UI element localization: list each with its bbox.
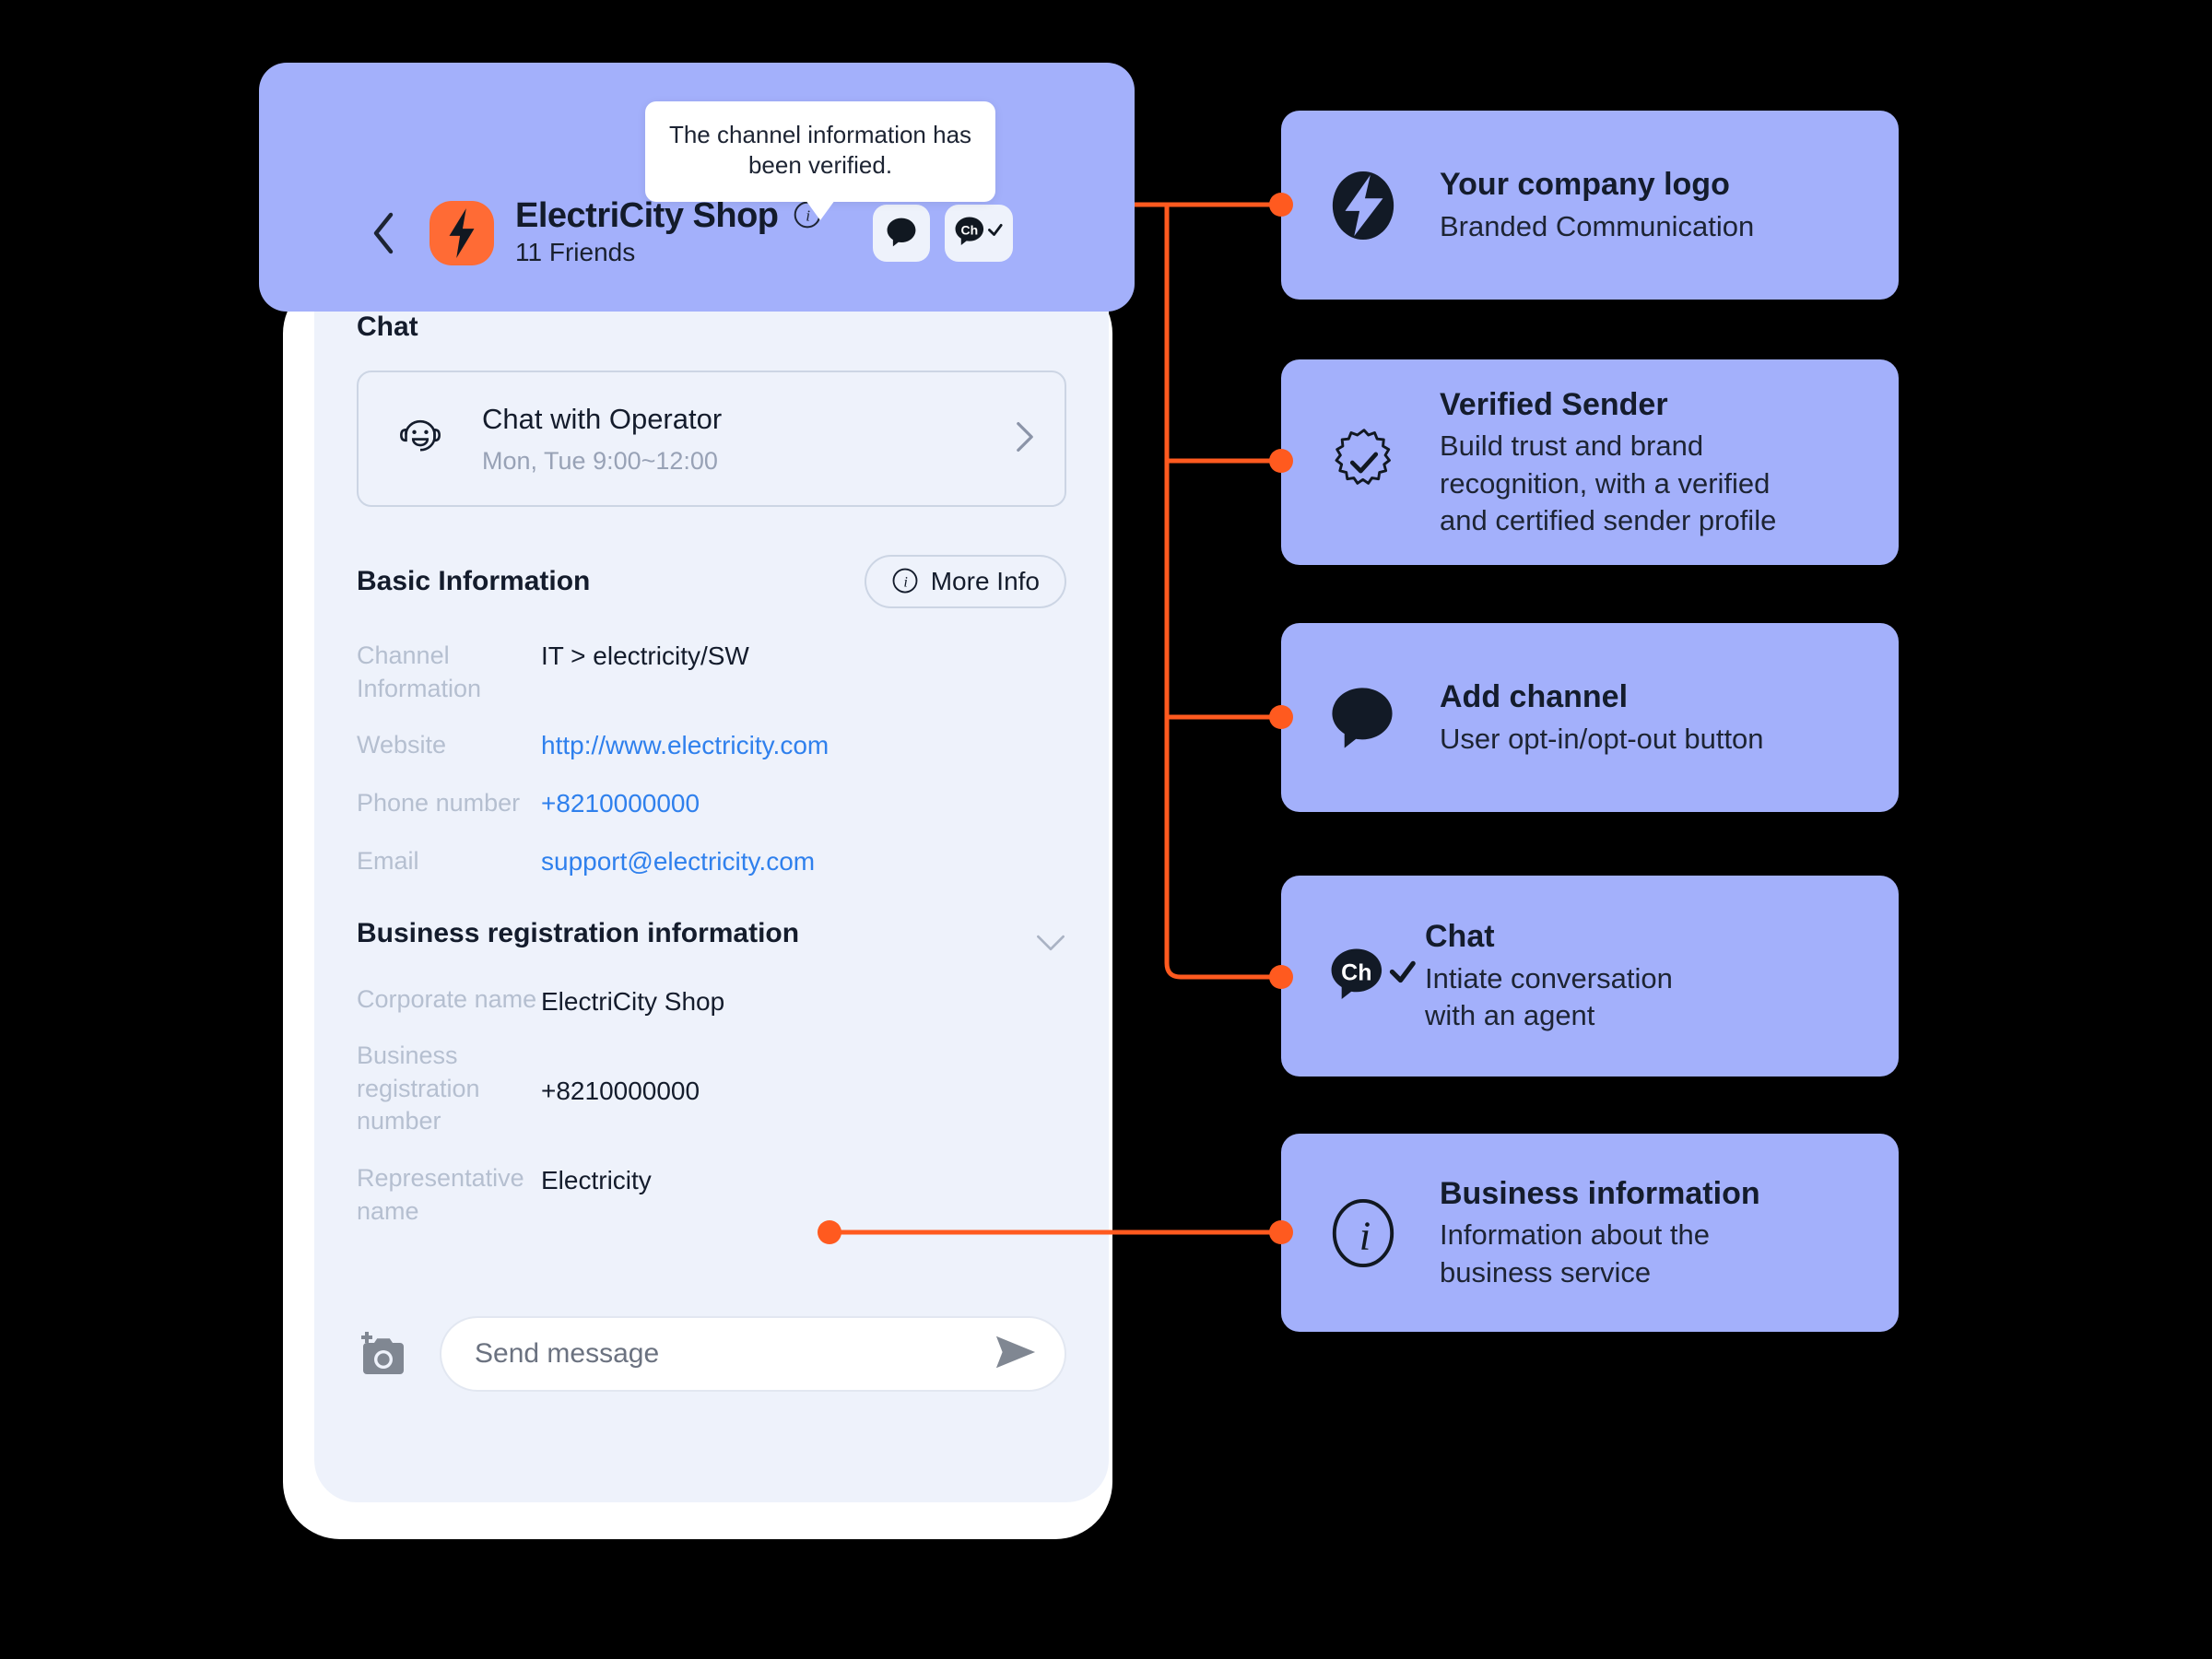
friends-count: 11 Friends: [515, 238, 636, 267]
add-photo-camera-icon[interactable]: [357, 1327, 406, 1381]
biz-label: Corporate name: [357, 985, 537, 1014]
speech-bubble-icon: [885, 216, 918, 252]
info-row: Channel Information IT > electricity/SW: [357, 640, 1066, 705]
biz-value: ElectriCity Shop: [541, 987, 725, 1017]
business-registration-header[interactable]: Business registration information: [357, 918, 1066, 958]
lightning-bolt-logo: [429, 201, 494, 265]
feature-card-title: Verified Sender: [1440, 386, 1668, 422]
info-label: Email: [357, 847, 419, 876]
website-link[interactable]: http://www.electricity.com: [541, 731, 830, 760]
tooltip-arrow: [806, 199, 835, 220]
verified-tooltip: The channel information has been verifie…: [645, 101, 995, 220]
ch-bubble-check-icon: Ch: [1327, 943, 1419, 1009]
svg-text:i: i: [903, 573, 908, 590]
biz-row: Corporate name ElectriCity Shop: [357, 983, 1066, 1019]
header-actions: Ch: [873, 205, 1013, 262]
feature-card-add-channel[interactable]: Add channel User opt-in/opt-out button: [1281, 623, 1899, 812]
operator-headset-face-icon: [392, 408, 449, 470]
operator-text: Chat with Operator Mon, Tue 9:00~12:00: [482, 402, 722, 475]
feature-card-desc: Information about the business service: [1440, 1218, 1710, 1288]
feature-card-business-information[interactable]: i Business information Information about…: [1281, 1134, 1899, 1332]
feature-card-chat[interactable]: Ch Chat Intiate conversation with an age…: [1281, 876, 1899, 1077]
lightning-bolt-circle-icon: [1327, 168, 1419, 243]
info-row: Website http://www.electricity.com: [357, 729, 1066, 763]
info-label: Channel Information: [357, 641, 482, 702]
feature-card-title: Add channel: [1440, 679, 1629, 715]
header-row: ElectriCity Shop i 11 Friends: [259, 192, 1135, 275]
more-info-button[interactable]: i More Info: [864, 555, 1066, 608]
phone-screen: Chat Chat with Operator Mon, Tue 9:00~12…: [314, 276, 1109, 1502]
info-row: Email support@electricity.com: [357, 845, 1066, 879]
biz-value: Electricity: [541, 1165, 652, 1194]
feature-card-title: Your company logo: [1440, 167, 1730, 203]
svg-text:Ch: Ch: [960, 222, 978, 237]
email-link[interactable]: support@electricity.com: [541, 847, 816, 877]
feature-card-desc: Branded Communication: [1440, 209, 1755, 242]
ch-bubble-check-icon: Ch: [953, 216, 1005, 252]
feature-card-body: Chat Intiate conversation with an agent: [1425, 917, 1673, 1034]
page-title: ElectriCity Shop: [515, 196, 779, 236]
feature-card-desc: Build trust and brand recognition, with …: [1440, 429, 1777, 536]
info-label: Phone number: [357, 789, 521, 818]
feature-card-body: Business information Information about t…: [1440, 1174, 1760, 1291]
svg-text:i: i: [1359, 1212, 1371, 1258]
feature-card-company-logo[interactable]: Your company logo Branded Communication: [1281, 111, 1899, 300]
biz-row: Business registration number +8210000000: [357, 1040, 1066, 1138]
send-message-placeholder: Send message: [475, 1338, 660, 1369]
chevron-right-icon: [1015, 420, 1035, 458]
biz-label: Representative name: [357, 1163, 524, 1225]
operator-title: Chat with Operator: [482, 403, 723, 436]
basic-information-list: Channel Information IT > electricity/SW …: [357, 640, 1066, 879]
chat-button[interactable]: Ch: [945, 205, 1013, 262]
feature-card-body: Add channel User opt-in/opt-out button: [1440, 677, 1764, 758]
business-registration-list: Corporate name ElectriCity Shop Business…: [357, 983, 1066, 1228]
basic-information-title: Basic Information: [357, 566, 591, 596]
business-registration-title: Business registration information: [357, 918, 800, 949]
more-info-label: More Info: [930, 567, 1040, 595]
biz-row: Representative name Electricity: [357, 1162, 1066, 1228]
chevron-down-icon[interactable]: [1035, 933, 1066, 958]
add-channel-button[interactable]: [873, 205, 930, 262]
biz-value: +8210000000: [541, 1077, 700, 1106]
phone-link[interactable]: +8210000000: [541, 789, 700, 818]
send-message-input[interactable]: Send message: [440, 1316, 1066, 1392]
chevron-left-icon[interactable]: [363, 212, 404, 254]
verified-tooltip-text: The channel information has been verifie…: [668, 121, 972, 180]
send-arrow-icon[interactable]: [994, 1334, 1037, 1375]
biz-label: Business registration number: [357, 1041, 480, 1135]
verified-badge-check-icon: [1327, 426, 1419, 500]
message-bar: Send message: [357, 1316, 1066, 1392]
info-italic-icon: i: [891, 567, 919, 597]
feature-card-desc: Intiate conversation with an agent: [1425, 961, 1673, 1032]
feature-card-title: Chat: [1425, 919, 1495, 955]
info-value: IT > electricity/SW: [541, 641, 749, 670]
operator-hours: Mon, Tue 9:00~12:00: [482, 446, 718, 475]
brand-text: ElectriCity Shop i 11 Friends: [515, 196, 822, 267]
chat-section-title: Chat: [357, 312, 418, 342]
feature-card-body: Verified Sender Build trust and brand re…: [1440, 385, 1776, 539]
basic-information-header: Basic Information i More Info: [357, 555, 1066, 608]
svg-text:Ch: Ch: [1341, 960, 1371, 986]
chat-with-operator-card[interactable]: Chat with Operator Mon, Tue 9:00~12:00: [357, 371, 1066, 507]
channel-detail-content: Chat Chat with Operator Mon, Tue 9:00~12…: [314, 312, 1109, 1502]
feature-card-verified-sender[interactable]: Verified Sender Build trust and brand re…: [1281, 359, 1899, 565]
feature-card-body: Your company logo Branded Communication: [1440, 165, 1754, 245]
info-italic-circle-icon: i: [1327, 1195, 1419, 1271]
info-row: Phone number +8210000000: [357, 787, 1066, 821]
speech-bubble-icon: [1327, 683, 1419, 753]
info-label: Website: [357, 731, 447, 759]
feature-card-title: Business information: [1440, 1175, 1760, 1211]
feature-card-desc: User opt-in/opt-out button: [1440, 722, 1764, 755]
